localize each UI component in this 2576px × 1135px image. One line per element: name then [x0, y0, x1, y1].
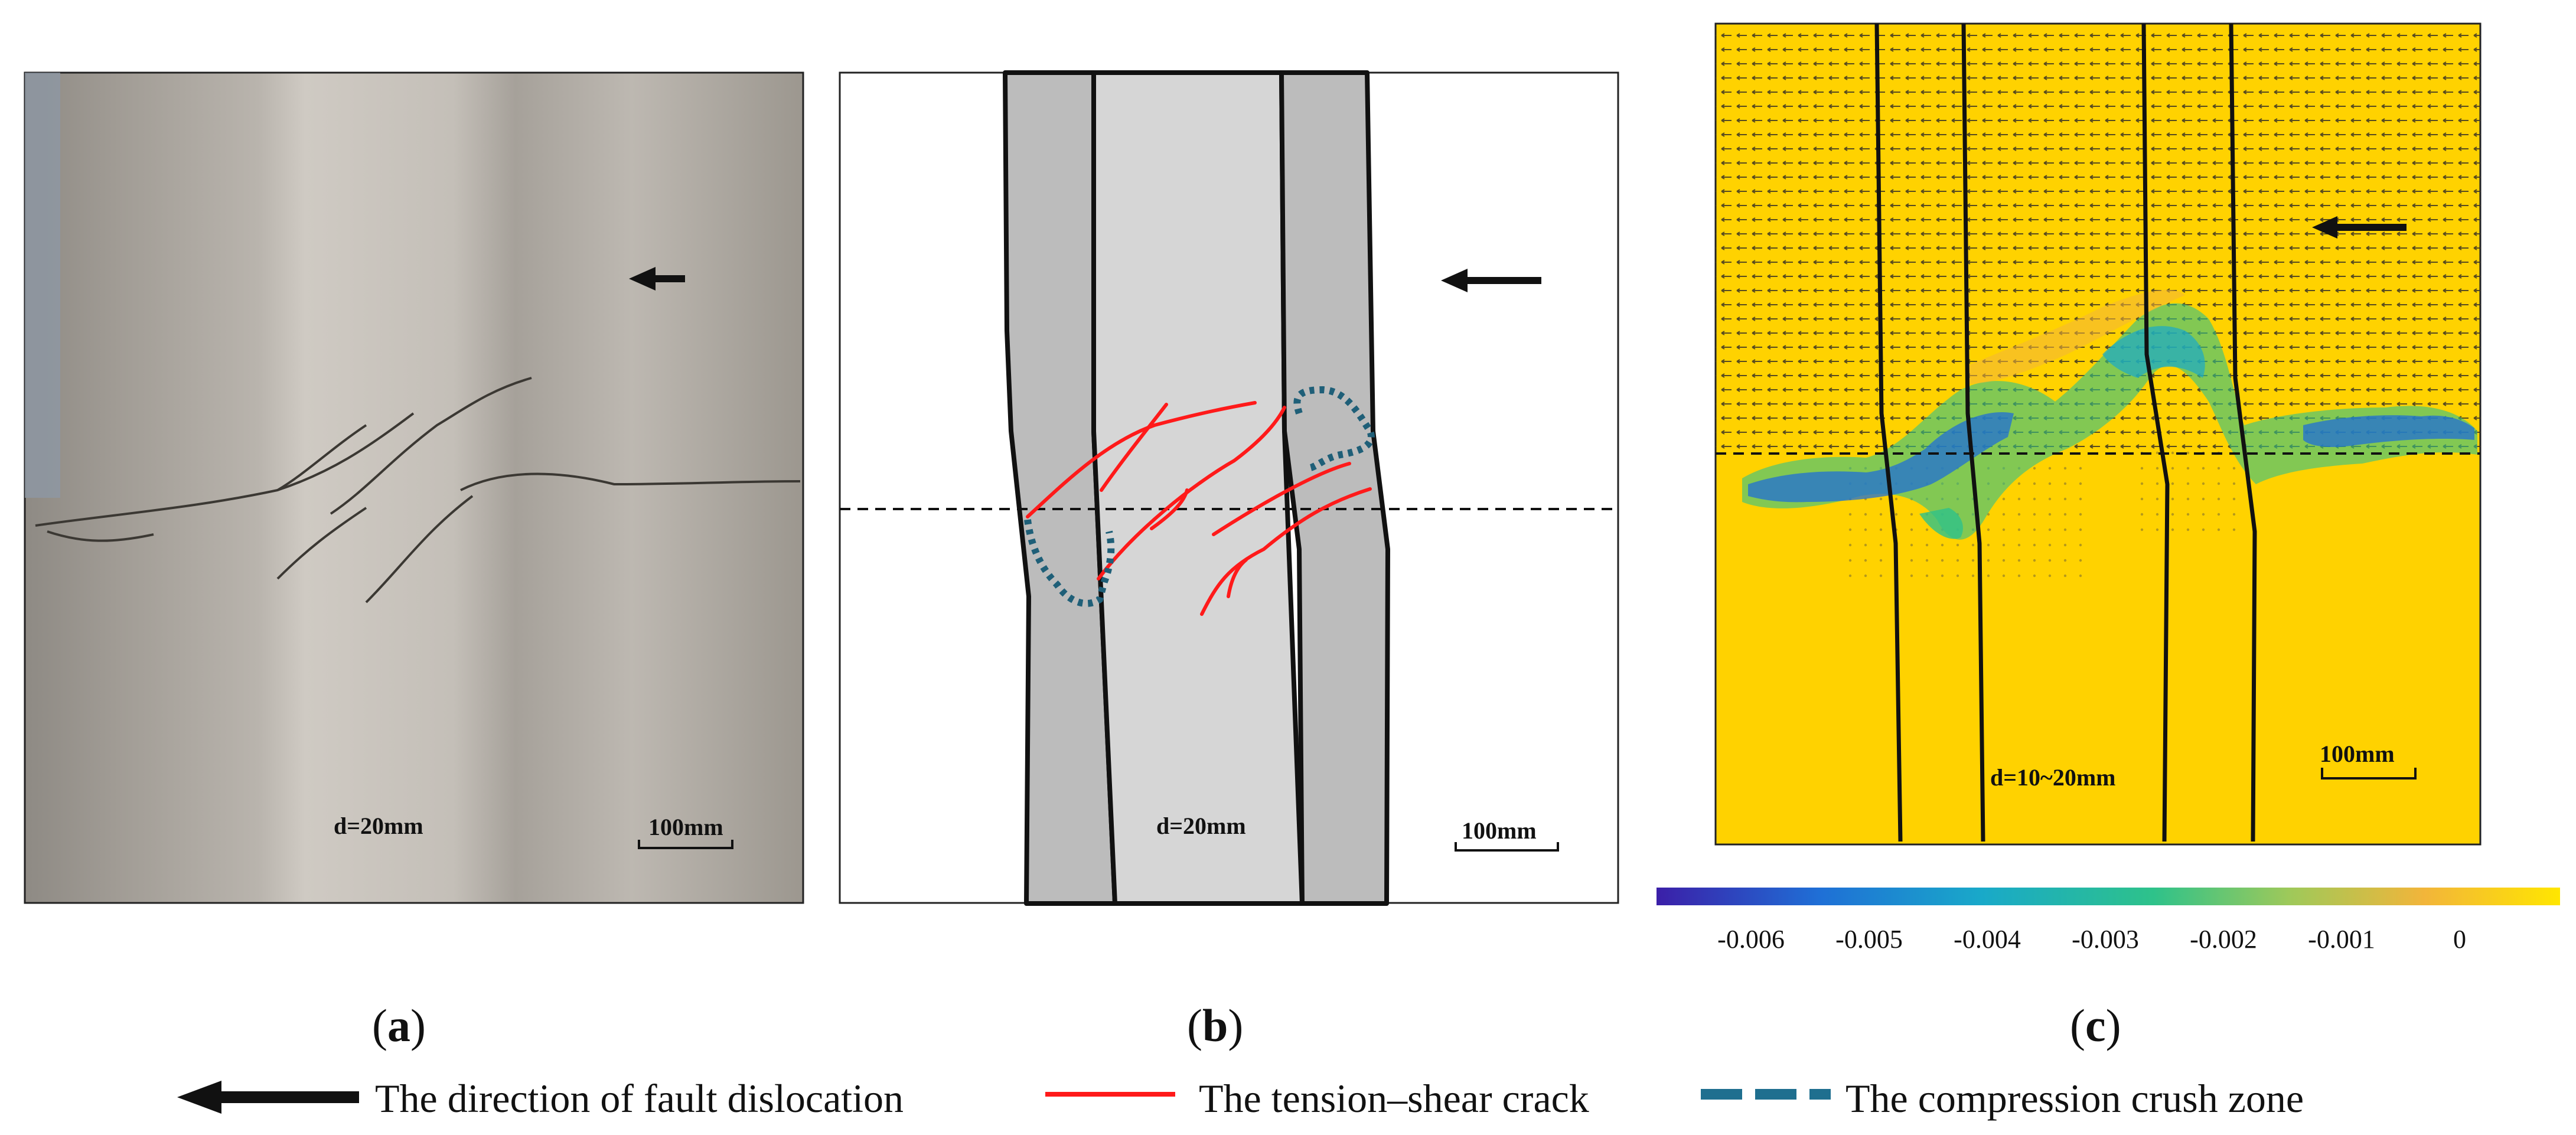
scale-bar-b	[1455, 842, 1559, 852]
legend-item-crush: The compression crush zone	[1701, 1076, 2304, 1121]
panel-b-sketch: d=20mm 100mm	[839, 70, 1619, 906]
colorbar-tick-label: -0.001	[2308, 925, 2375, 954]
d-label-b: d=20mm	[1156, 813, 1246, 839]
left-arrow	[629, 267, 685, 291]
panel-label-a: (a)	[372, 1000, 426, 1051]
colorbar-tick-label: -0.006	[1717, 925, 1785, 954]
panel-c-contour: d=10~20mm 100mm	[1714, 22, 2482, 846]
legend-label-direction: The direction of fault dislocation	[375, 1076, 904, 1121]
panel-a-photo: d=20mm 100mm	[24, 71, 804, 904]
colorbar-tick-label: -0.005	[1835, 925, 1903, 954]
legend-item-crack: The tension–shear crack	[1045, 1076, 1589, 1121]
crush-zone-right	[1293, 386, 1375, 472]
d-label-a: d=20mm	[334, 813, 423, 839]
photo-cracks	[35, 377, 801, 604]
colorbar-tick-label: -0.004	[1954, 925, 2021, 954]
d-label-c: d=10~20mm	[1990, 764, 2115, 791]
scale-label-a: 100mm	[648, 814, 723, 840]
panel-label-b: (b)	[1187, 1000, 1243, 1051]
colorbar: -0.006 -0.005 -0.004 -0.003 -0.002 -0.001 0	[1657, 888, 2560, 954]
scale-label-b: 100mm	[1462, 817, 1537, 844]
scale-bar-c	[2321, 768, 2417, 780]
crush-band	[1742, 289, 2477, 540]
left-arrow	[1441, 269, 1541, 292]
tension-shear-cracks	[1026, 401, 1372, 616]
legend: The direction of fault dislocation The t…	[177, 1076, 2304, 1121]
black-arrow-icon	[177, 1081, 359, 1114]
colorbar-tick-label: -0.002	[2190, 925, 2257, 954]
scale-bar-a	[638, 840, 733, 849]
colorbar-tick-label: -0.003	[2072, 925, 2139, 954]
legend-label-crack: The tension–shear crack	[1199, 1076, 1589, 1121]
scale-label-c: 100mm	[2320, 741, 2395, 767]
panel-labels: (a) (b) (c)	[372, 1000, 2121, 1051]
left-arrow	[2312, 216, 2407, 239]
legend-label-crush: The compression crush zone	[1845, 1076, 2304, 1121]
pipe-joint-lines	[1874, 23, 2257, 842]
crush-zone-left	[1024, 519, 1115, 607]
panel-label-c: (c)	[2070, 1000, 2121, 1051]
colorbar-tick-label: 0	[2453, 925, 2466, 954]
legend-item-direction: The direction of fault dislocation	[177, 1076, 904, 1121]
metal-plate	[25, 73, 60, 498]
